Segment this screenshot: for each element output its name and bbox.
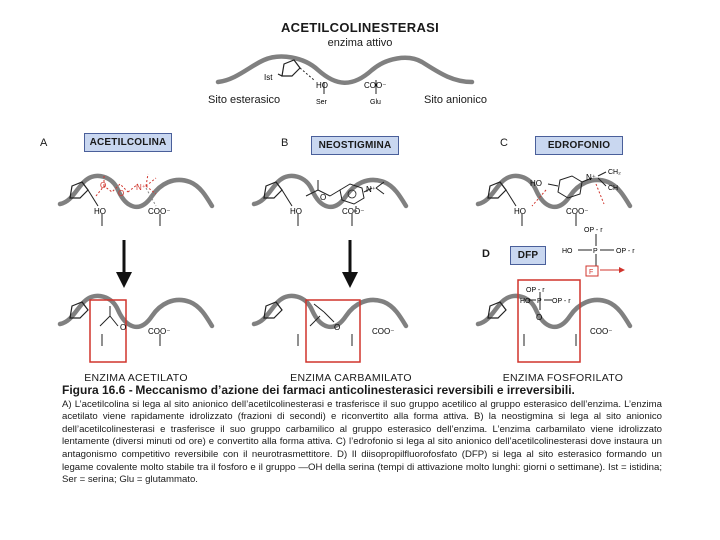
group-ho-c: HO	[514, 207, 526, 216]
group-coo-carbamilato: COO⁻	[372, 327, 394, 336]
panel-letter-c: C	[500, 137, 508, 149]
highlight-phosphoryl	[517, 279, 581, 363]
label-enzima-carbamilato: ENZIMA CARBAMILATO	[290, 372, 412, 384]
group-coo-top: COO⁻	[364, 81, 386, 90]
edrophonium-ch: CH	[608, 185, 618, 192]
panel-letter-a: A	[40, 137, 48, 149]
drug-box-dfp: DFP	[510, 246, 546, 265]
dfp-f: F	[589, 269, 593, 276]
acetylcholine-o2: O	[118, 189, 124, 198]
acetylcholine-o1: O	[100, 181, 106, 190]
residue-glu: Glu	[370, 99, 381, 106]
caption-figure-title: Meccanismo d’azione dei farmaci anticoli…	[135, 383, 575, 397]
edrophonium-ch2: CH₂	[608, 169, 621, 176]
fosforilato-p: P	[537, 298, 542, 305]
mechanism-diagram: Ist HO COO⁻ Ser Glu O O N⁺ HO COO⁻	[57, 54, 635, 363]
enzyme-b-bound	[251, 173, 409, 226]
dfp-p: P	[593, 248, 598, 255]
enzyme-acetilato	[57, 293, 215, 363]
caption-figure-label: Figura 16.6 -	[62, 383, 133, 397]
edrophonium-n-plus: N⁺	[586, 173, 596, 182]
dfp-structure	[578, 234, 625, 277]
group-coo-b: COO⁻	[342, 207, 364, 216]
group-coo-acetilato: COO⁻	[148, 327, 170, 336]
dfp-op-r-right: OP - r	[616, 248, 635, 255]
highlight-carbamyl	[305, 299, 361, 363]
arrow-b	[342, 240, 358, 288]
highlight-acetyl	[89, 299, 127, 363]
dfp-op-r-top: OP - r	[584, 227, 603, 234]
arrow-a	[116, 240, 132, 288]
figure-title: ACETILCOLINESTERASI	[280, 20, 440, 35]
residue-ist: Ist	[264, 73, 273, 82]
group-coo-a: COO⁻	[148, 207, 170, 216]
fosforilato-op-r-right: OP - r	[552, 298, 571, 305]
enzyme-fosforilato	[475, 279, 633, 363]
label-enzima-fosforilato: ENZIMA FOSFORILATO	[502, 372, 624, 384]
edrophonium-ho: HO	[530, 179, 542, 188]
fosforilato-o: O	[536, 313, 542, 322]
figure-caption: Figura 16.6 - Meccanismo d’azione dei fa…	[62, 384, 662, 487]
drug-box-acetilcolina: ACETILCOLINA	[84, 133, 172, 152]
enzyme-carbamilato	[251, 293, 409, 363]
label-enzima-acetilato: ENZIMA ACETILATO	[84, 372, 188, 384]
panel-letter-b: B	[281, 137, 289, 149]
enzyme-top	[215, 54, 475, 94]
caption-body: A) L’acetilcolina si lega al sito anioni…	[62, 398, 662, 486]
group-coo-fosforilato: COO⁻	[590, 327, 612, 336]
neostigmine-o: O	[320, 193, 326, 202]
fosforilato-op-r-top: OP - r	[526, 287, 545, 294]
label-site-esterasic: Sito esterasico	[208, 94, 281, 106]
figure-subtitle: enzima attivo	[327, 37, 393, 49]
panel-letter-d: D	[482, 248, 490, 260]
acetilato-o: O	[120, 323, 126, 332]
group-ho-top: HO	[316, 81, 328, 90]
enzyme-c-bound	[475, 171, 633, 226]
acetylcholine-n-plus: N⁺	[136, 183, 146, 192]
group-coo-c: COO⁻	[566, 207, 588, 216]
drug-box-edrofonio: EDROFONIO	[535, 136, 623, 155]
drug-box-neostigmina: NEOSTIGMINA	[311, 136, 399, 155]
neostigmine-n-plus: N⁺	[366, 185, 376, 194]
enzyme-a-bound	[57, 173, 215, 226]
fosforilato-ho: HO	[520, 298, 531, 305]
dfp-ho: HO	[562, 248, 573, 255]
label-site-anionic: Sito anionico	[424, 94, 487, 106]
group-ho-b: HO	[290, 207, 302, 216]
group-ho-a: HO	[94, 207, 106, 216]
residue-ser: Ser	[316, 99, 328, 106]
carbamilato-o: O	[334, 323, 340, 332]
